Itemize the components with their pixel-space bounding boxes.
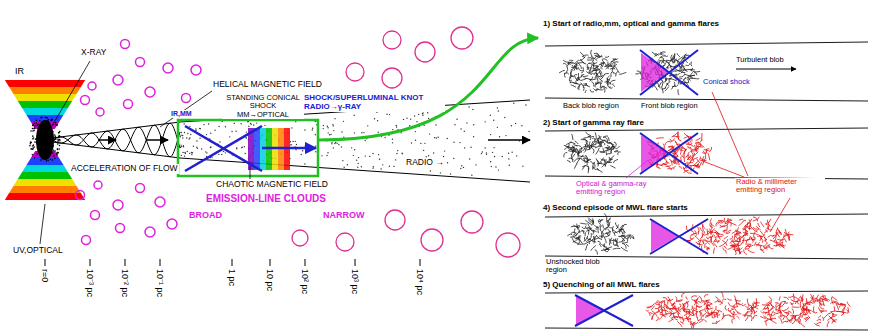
distance-label: 1 pc bbox=[227, 268, 237, 287]
distance-label: r=0 bbox=[40, 268, 50, 283]
zoom-box bbox=[178, 120, 318, 176]
knot-label: SHOCK/SUPERLUMINAL KNOT RADIO→γ-RAY bbox=[303, 94, 445, 112]
stage-heading: 1) Start of radio,mm, optical and gamma … bbox=[542, 20, 720, 29]
shock-label: Conical shock bbox=[702, 78, 751, 86]
stage-heading: 5) Quenching of all MWL flares bbox=[542, 281, 661, 290]
distance-label: 10² pc bbox=[300, 268, 310, 295]
clouds-label: EMISSION-LINE CLOUDS bbox=[205, 193, 327, 204]
narrow-line-clouds bbox=[292, 27, 520, 257]
clouds-label: BROAD bbox=[188, 210, 223, 220]
clouds-label: NARROW bbox=[322, 210, 366, 220]
axis-ticks bbox=[45, 259, 420, 266]
stage-heading: 4) Second episode of MWL flare starts bbox=[542, 204, 689, 213]
helical-field bbox=[52, 122, 180, 158]
stage-panel: 2) Start of gamma ray flareOptical & gam… bbox=[540, 119, 870, 199]
flow-label: ACCELERATION OF FLOW bbox=[70, 164, 179, 174]
field-label: HELICAL MAGNETIC FIELD bbox=[212, 80, 323, 90]
conical-shock bbox=[185, 126, 262, 171]
distance-label: 10 pc bbox=[265, 268, 275, 292]
band-label: X-RAY bbox=[80, 48, 107, 58]
region-label: Radio & millimeter emitting region bbox=[735, 178, 825, 195]
region-label: Unshocked blob region bbox=[545, 258, 609, 275]
shock-label: STANDING CONICAL SHOCK MM→OPTICAL bbox=[222, 94, 304, 119]
motion-arrow bbox=[736, 69, 796, 70]
distance-label: 10⁴ pc bbox=[415, 268, 425, 296]
region-label: Optical & gamma-ray emitting region bbox=[575, 180, 672, 197]
stage-panel: 1) Start of radio,mm, optical and gamma … bbox=[540, 20, 870, 118]
distance-label: 10⁻² pc bbox=[120, 268, 130, 298]
stage-panel: 5) Quenching of all MWL flares bbox=[540, 281, 870, 331]
broad-line-clouds bbox=[76, 40, 202, 245]
region-label: Back blob region bbox=[562, 102, 620, 110]
field-label: CHAOTIC MAGNETIC FIELD bbox=[215, 180, 329, 190]
distance-label: 10⁻¹ pc bbox=[155, 268, 165, 298]
distance-label: 10³ pc bbox=[350, 268, 360, 295]
stage-heading: 2) Start of gamma ray flare bbox=[542, 119, 645, 128]
region-leaders bbox=[626, 160, 648, 178]
blob-label: Turbulent blob bbox=[735, 56, 785, 64]
band-label: RADIO → bbox=[405, 158, 445, 168]
flow-arrows bbox=[98, 139, 530, 141]
dusty-torus bbox=[5, 80, 85, 200]
band-label: IR,MM bbox=[170, 110, 193, 118]
region-leaders bbox=[700, 92, 790, 232]
knot-arrow bbox=[262, 147, 316, 150]
distance-label: 10⁻³ pc bbox=[85, 268, 95, 298]
zoom-arrow bbox=[318, 38, 538, 140]
stage-panel: 4) Second episode of MWL flare startsUns… bbox=[540, 204, 870, 278]
region-label: Front blob region bbox=[640, 102, 699, 110]
band-label: IR bbox=[14, 66, 25, 76]
central-engine bbox=[36, 120, 54, 160]
band-label: UV,OPTICAL bbox=[12, 246, 64, 256]
